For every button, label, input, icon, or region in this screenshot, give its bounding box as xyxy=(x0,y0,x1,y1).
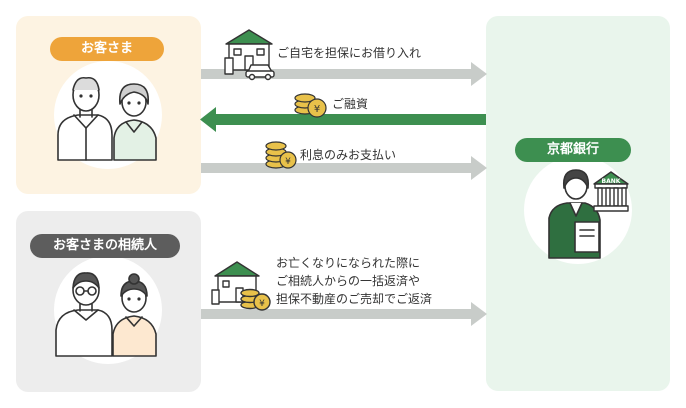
bank-building-icon xyxy=(593,171,629,212)
flow-collateral-borrowing-text: ご自宅を担保にお借り入れ xyxy=(277,46,422,60)
heir-couple-icon xyxy=(55,272,157,357)
arrow-to-bank-2 xyxy=(201,156,487,180)
svg-text:¥: ¥ xyxy=(285,157,291,167)
bank-label: 京都銀行 xyxy=(515,138,631,162)
svg-text:¥: ¥ xyxy=(314,104,320,115)
heir-label: お客さまの相続人 xyxy=(30,234,180,258)
flow-repayment-text: お亡くなりになられた際に ご相続人からの一括返済や 担保不動産のご売却でご返済 xyxy=(276,254,476,308)
flow-repayment-line-1: お亡くなりになられた際に xyxy=(276,256,421,270)
coin-stack-icon: ¥ xyxy=(265,141,297,169)
bank-sign-text: BANK xyxy=(602,178,621,185)
yen-coin-icon: ¥ xyxy=(294,93,327,118)
customer-label: お客さま xyxy=(50,37,164,61)
arrow-to-bank-3 xyxy=(201,302,487,326)
flow-repayment-line-2: ご相続人からの一括返済や xyxy=(276,274,421,288)
flow-loan-text: ご融資 xyxy=(332,97,369,111)
house-coins-icon: ¥ xyxy=(211,261,271,311)
house-car-icon xyxy=(224,29,275,81)
svg-text:¥: ¥ xyxy=(259,299,265,309)
arrow-to-customer xyxy=(200,107,486,132)
flow-repayment-line-3: 担保不動産のご売却でご返済 xyxy=(276,292,433,306)
flow-interest-payment-text: 利息のみお支払い xyxy=(300,148,397,162)
customer-couple-icon xyxy=(57,76,157,161)
arrow-to-bank-1 xyxy=(201,62,487,86)
bank-staff-icon xyxy=(548,169,601,259)
